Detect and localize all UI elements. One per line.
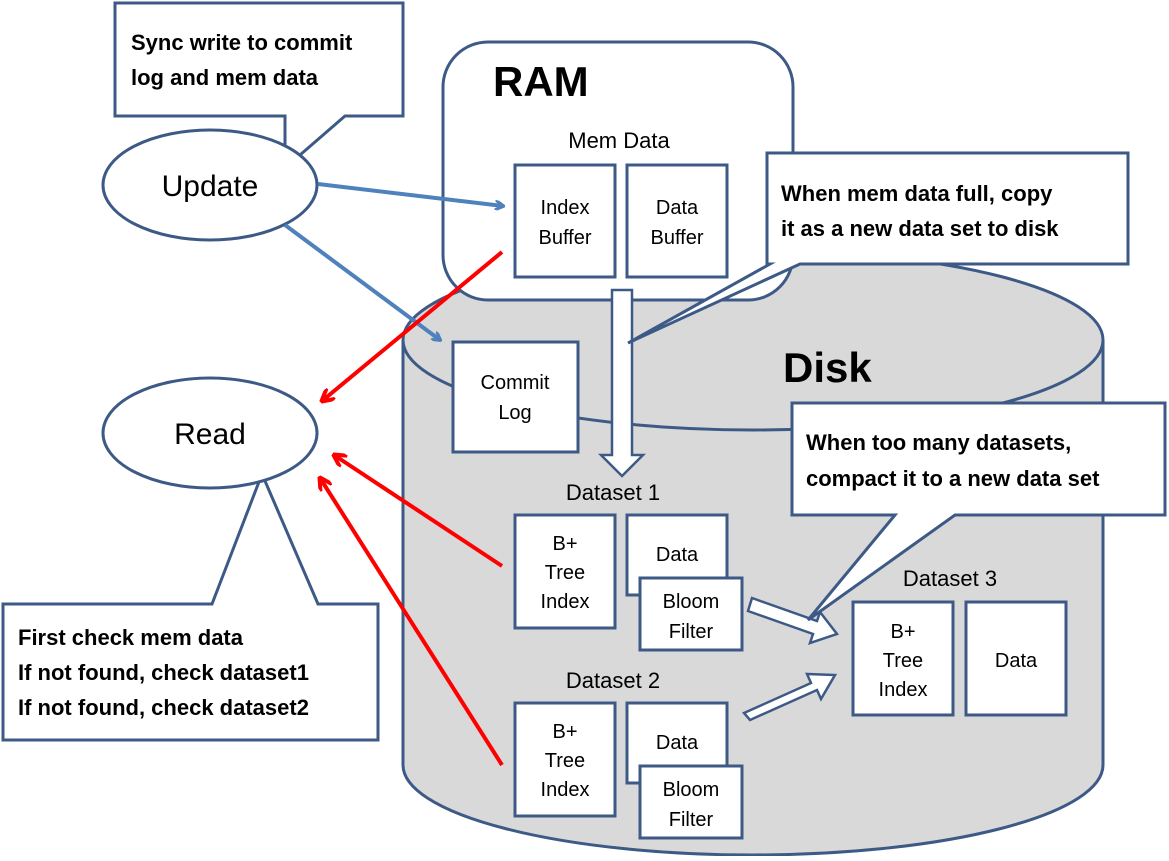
data-buffer-line1: Data	[656, 197, 699, 219]
dataset1-index-line1: B+	[552, 533, 577, 555]
dataset2-index-box	[513, 701, 617, 818]
dataset1-bloom-line1: Bloom	[663, 591, 720, 613]
mem-data-label: Mem Data	[568, 128, 670, 153]
callout-read-order-line2: If not found, check dataset1	[18, 660, 309, 685]
dataset3-index-line2: Tree	[883, 650, 923, 672]
dataset3-label: Dataset 3	[903, 566, 997, 591]
update-label: Update	[162, 170, 259, 203]
read-node	[101, 376, 319, 490]
dataset3-index-line1: B+	[890, 621, 915, 643]
read-label: Read	[174, 418, 246, 451]
dataset1-data-label: Data	[656, 544, 699, 566]
index-buffer-line2: Buffer	[539, 227, 592, 249]
dataset2-bloom-line1: Bloom	[663, 779, 720, 801]
dataset1-index-box	[513, 513, 617, 630]
index-buffer-line1: Index	[541, 197, 590, 219]
callout-sync-write	[113, 1, 405, 172]
read-from-mem-arrow	[322, 250, 504, 401]
callout-mem-full-line1: When mem data full, copy	[781, 181, 1053, 206]
callout-mem-full	[627, 151, 1130, 345]
dataset2-bloom-line2: Filter	[669, 809, 714, 831]
callout-read-order	[1, 470, 380, 742]
callout-sync-write-line1: Sync write to commit	[131, 30, 353, 55]
dataset1-index-line3: Index	[541, 591, 590, 613]
update-to-index-buffer-arrow	[317, 182, 503, 206]
dataset3-index-box	[851, 600, 955, 717]
commit-log-line1: Commit	[481, 372, 550, 394]
update-node	[101, 128, 319, 242]
dataset2-index-line3: Index	[541, 779, 590, 801]
dataset2-data-label: Data	[656, 732, 699, 754]
dataset2-bloom-box	[638, 764, 744, 840]
callout-compact-line1: When too many datasets,	[806, 430, 1071, 455]
callout-sync-write-line2: log and mem data	[131, 65, 319, 90]
dataset2-label: Dataset 2	[566, 668, 660, 693]
ram-title: RAM	[493, 58, 589, 105]
callout-compact-line2: compact it to a new data set	[806, 466, 1100, 491]
callout-mem-full-line2: it as a new data set to disk	[781, 216, 1059, 241]
dataset3-index-line3: Index	[879, 679, 928, 701]
data-buffer-line2: Buffer	[651, 227, 704, 249]
compact-arrow-dataset2	[741, 672, 838, 722]
read-from-dataset2-arrow	[320, 478, 504, 767]
disk-title: Disk	[783, 344, 872, 391]
data-buffer-box	[625, 163, 729, 279]
dataset2-index-line1: B+	[552, 721, 577, 743]
dataset1-bloom-box	[638, 576, 744, 652]
dataset1-index-line2: Tree	[545, 562, 585, 584]
read-from-dataset1-arrow	[334, 455, 504, 568]
callout-read-order-line3: If not found, check dataset2	[18, 695, 309, 720]
update-to-commit-log-arrow	[283, 223, 440, 340]
dataset2-index-line2: Tree	[545, 750, 585, 772]
flush-block-arrow	[597, 288, 647, 478]
index-buffer-box	[513, 163, 617, 279]
compact-arrow-dataset1	[746, 596, 840, 645]
dataset1-bloom-line2: Filter	[669, 621, 714, 643]
dataset3-data-box	[964, 600, 1068, 717]
commit-log-line2: Log	[498, 402, 531, 424]
dataset1-label: Dataset 1	[566, 480, 660, 505]
dataset3-data-label: Data	[995, 650, 1038, 672]
commit-log-box	[451, 340, 580, 454]
callout-compact	[790, 401, 1167, 622]
callout-read-order-line1: First check mem data	[18, 625, 244, 650]
